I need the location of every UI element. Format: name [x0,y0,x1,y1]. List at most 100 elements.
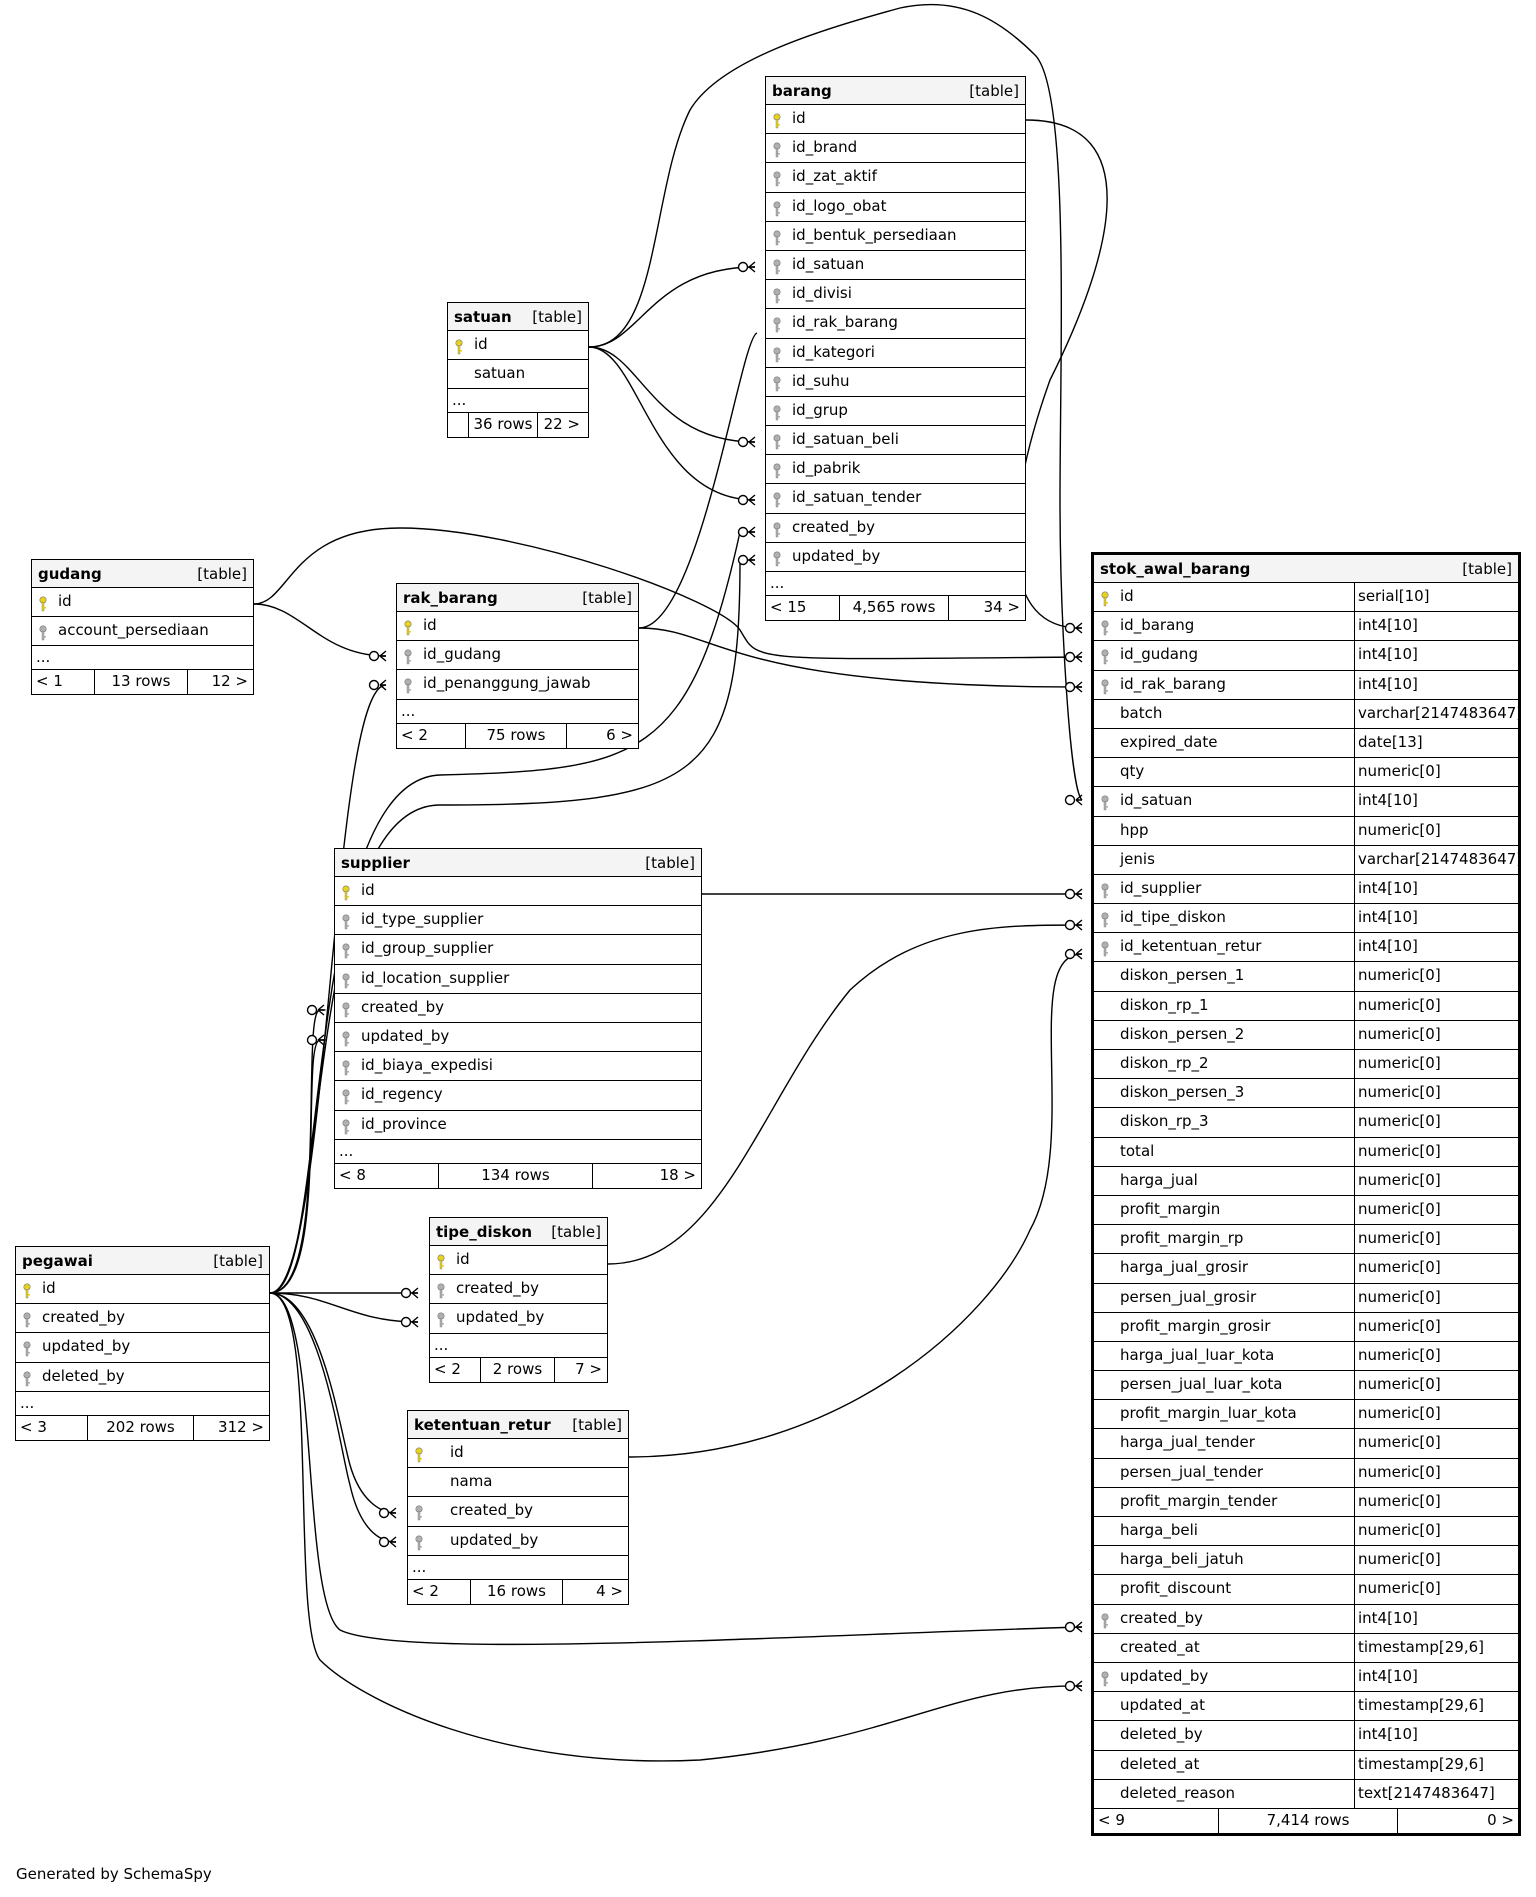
parents-count[interactable]: < 1 [36,672,63,691]
column-row[interactable]: id [448,331,588,361]
column-row[interactable]: satuan [448,360,588,390]
children-count[interactable]: 34 > [983,598,1020,616]
column-row[interactable]: id_satuan_tender [766,484,1025,514]
parents-count[interactable]: < 8 [339,1165,366,1184]
column-row[interactable]: id_zat_aktif [766,163,1025,193]
column-row[interactable]: id_location_supplier [335,965,701,994]
column-row[interactable]: id_satuan_beli [766,426,1025,456]
column-row[interactable]: created_by [16,1304,269,1334]
column-row[interactable]: updated_by [766,543,1025,572]
column-row[interactable]: id [16,1275,269,1305]
column-row[interactable]: id [766,105,1025,135]
column-row[interactable]: id_province [335,1111,701,1140]
column-row[interactable]: id [430,1246,607,1276]
column-row[interactable]: updated_by [430,1304,607,1334]
column-row[interactable]: created_by [335,994,701,1023]
column-row[interactable]: created_by [430,1275,607,1305]
column-row[interactable]: created_by [766,514,1025,543]
column-row[interactable]: id_bentuk_persediaan [766,222,1025,251]
column-row[interactable]: id_suhu [766,368,1025,397]
column-row[interactable]: id_rak_barang [766,309,1025,339]
children-count[interactable]: 18 > [659,1165,696,1184]
column-row[interactable]: id [335,877,701,907]
column-row[interactable]: id_grup [766,397,1025,427]
column-row[interactable]: id [32,588,253,618]
column-row[interactable]: id_brand [766,134,1025,164]
column-row[interactable]: deleted_by [16,1363,269,1392]
column-row[interactable]: id_regency [335,1081,701,1111]
column-row[interactable]: id_pabrik [766,455,1025,485]
parents-count[interactable]: < 9 [1098,1810,1125,1829]
parents-count[interactable]: < 15 [770,598,807,616]
parents-count[interactable]: < 2 [412,1581,439,1600]
children-count[interactable]: 6 > [606,725,633,744]
column-row[interactable]: updated_by [408,1527,628,1556]
column-row[interactable]: account_persediaan [32,617,253,647]
column-row[interactable]: id_biaya_expedisi [335,1052,701,1082]
children-count[interactable]: 0 > [1487,1810,1514,1829]
column-row[interactable]: id [397,612,638,642]
column-row[interactable]: id_gudang [397,641,638,671]
children-count[interactable]: 12 > [211,672,248,691]
column-row[interactable]: id [408,1439,628,1469]
column-row[interactable]: id_satuan [766,251,1025,281]
children-count[interactable]: 7 > [575,1359,602,1378]
parents-count[interactable]: < 2 [401,725,428,744]
children-count[interactable]: 312 > [218,1417,264,1436]
column-row[interactable]: id_logo_obat [766,193,1025,222]
children-count[interactable]: 4 > [596,1581,623,1600]
column-row[interactable]: id_kategori [766,339,1025,368]
column-row[interactable]: updated_by [335,1023,701,1053]
parents-count[interactable] [448,413,468,437]
parents-count[interactable]: < 3 [20,1417,47,1436]
column-row[interactable]: id_divisi [766,280,1025,310]
children-count[interactable]: 22 > [543,415,580,434]
